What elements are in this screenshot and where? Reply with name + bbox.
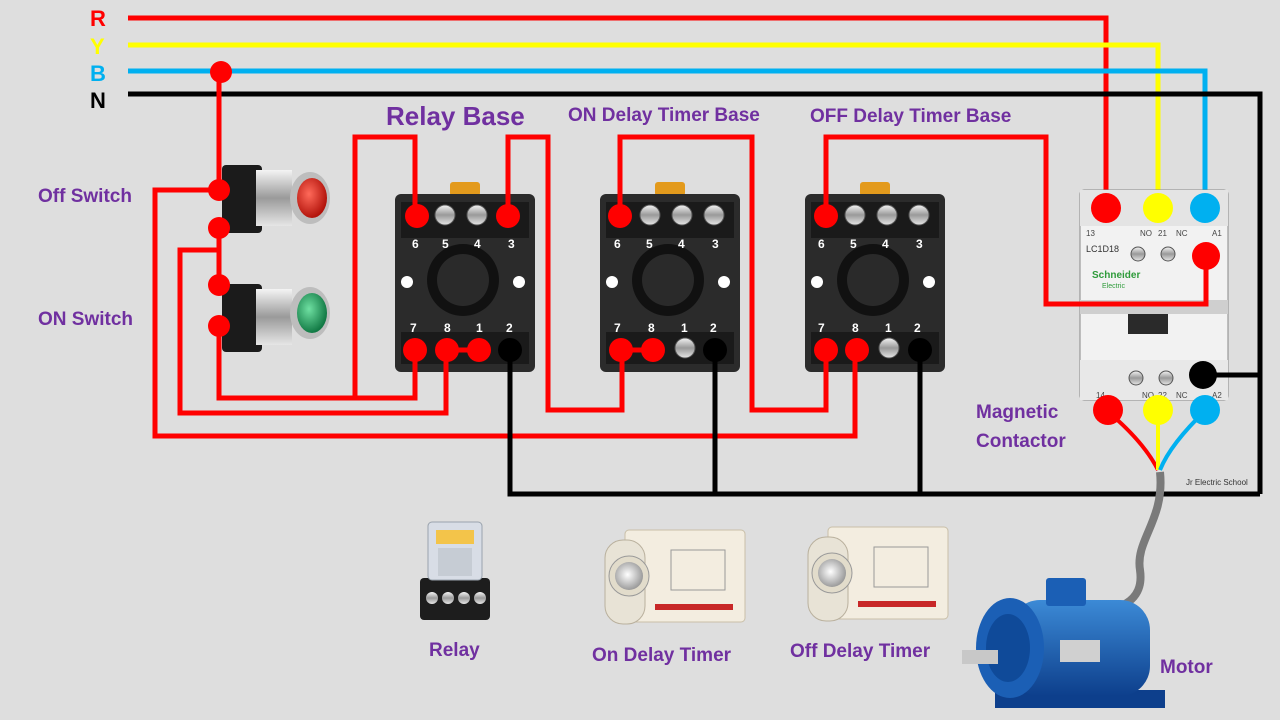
aux-top-a1: A1 — [1212, 229, 1222, 238]
supply-lines — [128, 15, 1263, 494]
timer-icon — [604, 529, 746, 625]
off-t6: 6 — [818, 237, 825, 251]
off-t1: 1 — [885, 321, 892, 335]
aux-top-21: 21 — [1158, 229, 1167, 238]
off-t8: 8 — [852, 321, 859, 335]
off-delay-timer-base — [805, 182, 945, 372]
green-pushbutton-icon — [222, 284, 330, 352]
relay-label: Relay — [429, 640, 480, 661]
contactor-brand-sub: Electric — [1102, 283, 1125, 290]
b-line — [128, 68, 1208, 208]
relay-t8: 8 — [444, 321, 451, 335]
watermark: Jr Electric School — [1186, 478, 1248, 487]
off-delay-timer-label: Off Delay Timer — [790, 641, 931, 662]
relay-t4: 4 — [474, 237, 481, 251]
relay-t1: 1 — [476, 321, 483, 335]
phase-label-n: N — [90, 88, 106, 113]
on-t3: 3 — [712, 237, 719, 251]
on-t5: 5 — [646, 237, 653, 251]
base-terminal-numbers: 6 5 4 3 7 8 1 2 6 5 4 3 7 8 1 2 6 5 4 3 … — [410, 237, 923, 335]
y-line — [128, 42, 1161, 208]
off-t5: 5 — [850, 237, 857, 251]
terminal-dots — [208, 61, 1220, 425]
red-pushbutton-icon — [222, 165, 330, 233]
on-t1: 1 — [681, 321, 688, 335]
aux-bottom-a2: A2 — [1212, 391, 1222, 400]
on-t4: 4 — [678, 237, 685, 251]
aux-bottom-nc: NC — [1176, 391, 1188, 400]
on-t7: 7 — [614, 321, 621, 335]
relay-icon — [420, 521, 490, 620]
off-t7: 7 — [818, 321, 825, 335]
contactor-brand: Schneider — [1092, 270, 1140, 281]
motor-label: Motor — [1160, 657, 1213, 678]
aux-top-nc: NC — [1176, 229, 1188, 238]
on-delay-timer-label: On Delay Timer — [592, 645, 732, 666]
motor-icon — [962, 578, 1165, 708]
on-switch-label: ON Switch — [38, 309, 134, 330]
relay-t5: 5 — [442, 237, 449, 251]
relay-t3: 3 — [508, 237, 515, 251]
aux-bottom-22: 22 — [1158, 391, 1167, 400]
on-delay-base-label: ON Delay Timer Base — [568, 105, 760, 126]
relay-t2: 2 — [506, 321, 513, 335]
aux-bottom-14: 14 — [1096, 391, 1105, 400]
contactor-label-line1: Magnetic — [976, 402, 1059, 423]
off-switch-label: Off Switch — [38, 186, 132, 207]
timer-icon — [807, 526, 949, 622]
phase-label-r: R — [90, 6, 106, 31]
relay-t6: 6 — [412, 237, 419, 251]
aux-top-no: NO — [1140, 229, 1152, 238]
off-t3: 3 — [916, 237, 923, 251]
aux-bottom-no: NO — [1142, 391, 1154, 400]
contactor-model: LC1D18 — [1086, 244, 1119, 254]
neutral-wires — [507, 350, 1260, 497]
terminal-screws — [434, 204, 930, 359]
r-line — [128, 15, 1109, 208]
off-t4: 4 — [882, 237, 889, 251]
n-line — [128, 91, 1263, 494]
on-t8: 8 — [648, 321, 655, 335]
off-delay-base-label: OFF Delay Timer Base — [810, 106, 1012, 127]
contactor-label-line2: Contactor — [976, 431, 1066, 452]
on-t6: 6 — [614, 237, 621, 251]
phase-label-b: B — [90, 61, 106, 86]
aux-top-13: 13 — [1086, 229, 1095, 238]
relay-base-label: Relay Base — [386, 101, 525, 131]
relay-t7: 7 — [410, 321, 417, 335]
off-t2: 2 — [914, 321, 921, 335]
on-t2: 2 — [710, 321, 717, 335]
motor-cable — [1079, 408, 1208, 622]
phase-label-y: Y — [90, 34, 105, 59]
